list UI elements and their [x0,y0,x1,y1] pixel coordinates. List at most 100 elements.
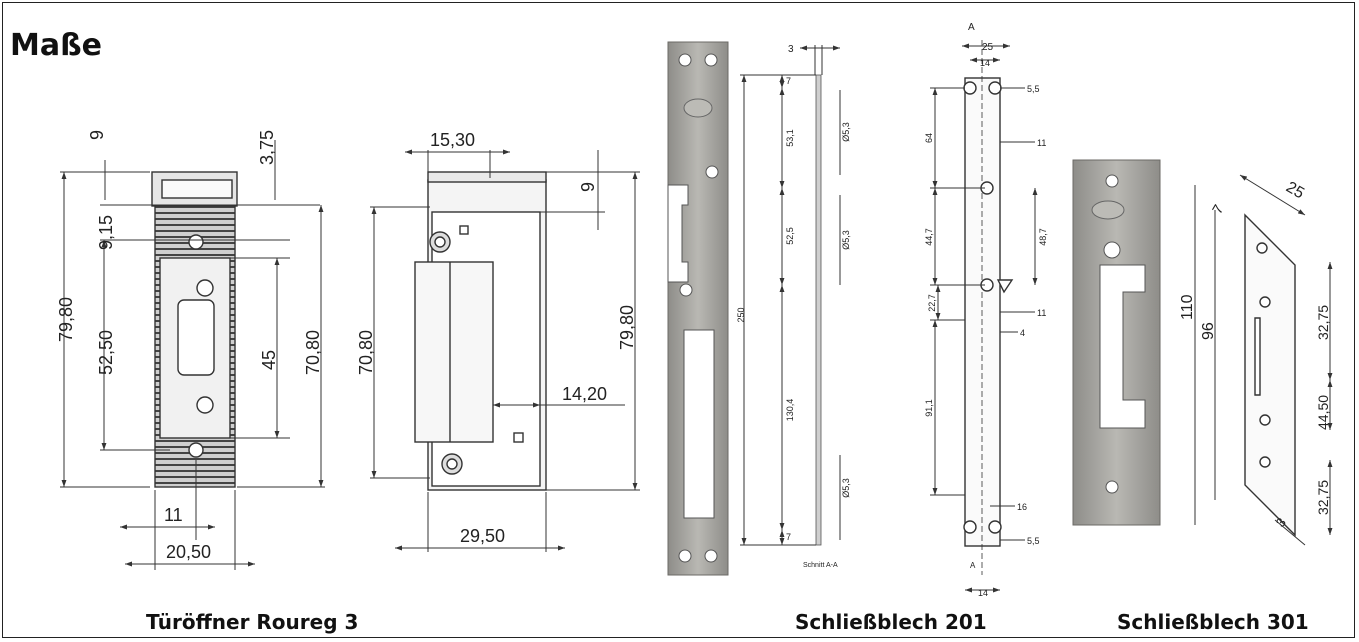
brand-emblem-icon [683,98,713,118]
plate301-drawing-slot [1254,317,1261,396]
dim-5-5-bottom: 5,5 [1027,536,1040,546]
dim-3-75: 3,75 [257,130,277,165]
dim-70-80: 70,80 [303,330,323,375]
caption-schliessblech-301: Schließblech 301 [1117,610,1309,634]
dim-dia-5-3-b: Ø5,3 [841,230,851,250]
plate201-notch [667,184,689,283]
dim-250: 250 [736,307,746,322]
dim-96: 96 [1200,322,1217,340]
front-window [177,299,215,376]
dim-45: 45 [259,350,279,370]
page-title: Maße [10,28,103,63]
plate301-drawing-hole [1259,456,1271,468]
dim-29-50: 29,50 [460,526,505,546]
dim-9-15: 9,15 [96,215,116,250]
plate-201-photo [667,41,729,576]
dim-44-50: 44,50 [1315,395,1331,430]
dim-25-301: 25 [1283,179,1307,203]
dim-15-30: 15,30 [430,130,475,150]
dim-20-50: 20,50 [166,542,211,562]
dim-130-4: 130,4 [785,399,795,422]
caption-roureg-3: Türöffner Roureg 3 [146,610,359,634]
dim-line [1274,519,1306,546]
dim-14-20: 14,20 [562,384,607,404]
plate201-profile-body [964,77,1001,547]
plate-301-drawing: 25 110 96 7 32,75 44,50 32,75 3 [1179,174,1333,546]
plate301-drawing-hole [1259,296,1271,308]
dim-14-bottom: 14 [978,588,988,598]
dim-dia-5-3-a: Ø5,3 [841,122,851,142]
screw-hole-lower [196,396,214,414]
dim-44-7: 44,7 [924,228,934,246]
dim-4: 4 [1020,328,1025,338]
side-pin-top [459,225,469,235]
dim-5-5-top: 5,5 [1027,84,1040,94]
dim-11-mid: 11 [1037,308,1046,318]
dim-line [1239,174,1306,216]
plate201-hole [705,165,719,179]
dim-48-7: 48,7 [1038,228,1048,246]
plate-201-section: 250 3 7 53,1 52,5 130,4 7 Ø5,3 Ø5,3 Ø5,3… [736,44,851,569]
dim-9-side: 9 [578,182,598,192]
dim-79-80: 79,80 [56,297,76,342]
profile-hole [988,81,1002,95]
dim-7-bottom: 7 [786,532,791,542]
screw-hole-bottom [188,442,204,458]
section-mark-a-bottom: A [970,561,976,570]
screw-hole-top [188,234,204,250]
profile-hole [963,520,977,534]
plate201-hole [678,53,692,67]
front-latch-slot [161,179,233,199]
side-pin-bottom [513,432,524,443]
dim-52-50: 52,50 [96,330,116,375]
side-screw-bottom-core [446,458,458,470]
profile-tab [996,279,1014,294]
dim-110: 110 [1179,294,1196,320]
profile-hole [963,81,977,95]
dim-70-80-side: 70,80 [356,330,376,375]
brand-emblem-icon [1091,200,1125,220]
plate301-hole [1103,241,1121,259]
dim-25: 25 [982,42,994,53]
dim-14-top: 14 [980,58,990,68]
dim-64: 64 [924,133,934,143]
dim-7-top: 7 [786,76,791,86]
plate201-hole [704,549,718,563]
plate201-hole [678,549,692,563]
plate301-drawing-hole [1259,414,1271,426]
dim-22-7: 22,7 [927,294,937,312]
plate301-opening [1099,264,1146,429]
section-mark-a-top: A [968,22,975,33]
dim-32-75-top: 32,75 [1315,305,1331,340]
profile-hole [988,520,1002,534]
dim-91-1: 91,1 [924,399,934,417]
dim-52-5: 52,5 [785,227,795,245]
dim-3: 3 [788,44,794,55]
dim-11-top: 11 [1037,138,1046,148]
side-screw-top-core [434,236,446,248]
plate301-hole [1105,174,1119,188]
dim-79-80-side: 79,80 [617,305,637,350]
plate301-hole [1105,480,1119,494]
plate301-drawing-hole [1256,242,1268,254]
front-view: 79,80 9 52,50 9,15 3,75 45 70,80 11 [56,130,325,570]
plate201-slot [683,329,715,519]
plate201-hole [704,53,718,67]
plate301-outline [1244,213,1296,537]
plate-201-profile: A 25 14 5,5 64 11 44,7 48,7 22,7 11 4 [924,22,1048,598]
plate201-section-profile [815,74,822,546]
side-view: 15,30 9 70,80 79,80 14,20 29,50 [356,130,640,552]
dim-11: 11 [164,505,183,525]
dim-16: 16 [1017,502,1027,512]
dim-53-1: 53,1 [785,129,795,147]
dim-9-top: 9 [87,130,107,140]
plate-301-photo [1072,159,1161,526]
side-top-cap [427,171,547,183]
caption-schliessblech-201: Schließblech 201 [795,610,987,634]
screw-hole-upper [196,279,214,297]
section-label: Schnitt A-A [803,562,838,569]
dim-dia-5-3-c: Ø5,3 [841,478,851,498]
